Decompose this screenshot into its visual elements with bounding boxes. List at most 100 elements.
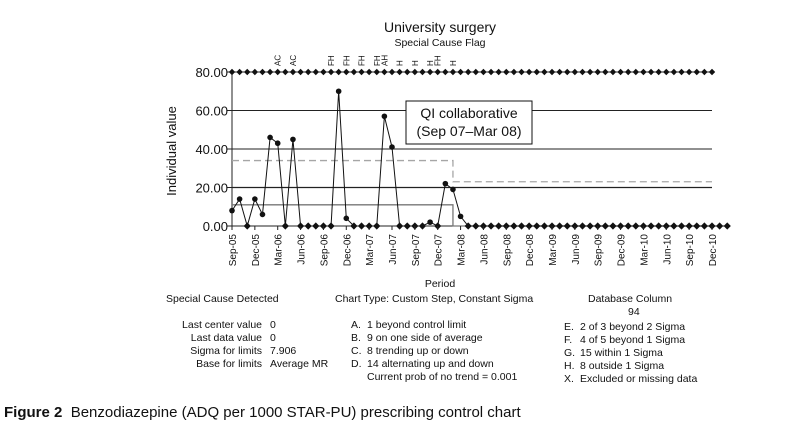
rule-key: F. — [564, 334, 573, 346]
flag-marker — [327, 68, 335, 76]
flag-marker — [617, 68, 624, 76]
flag-label: AC — [289, 55, 298, 66]
data-point — [350, 222, 358, 230]
y-tick-label: 80.00 — [195, 65, 228, 80]
flag-marker — [518, 68, 525, 76]
flag-marker — [396, 68, 403, 76]
x-tick-label: Jun-09 — [571, 234, 582, 265]
flag-marker — [647, 68, 655, 76]
x-tick-label: Dec-05 — [251, 234, 262, 267]
flag-marker — [350, 68, 358, 76]
flag-marker — [236, 68, 243, 76]
flag-marker — [289, 68, 297, 76]
rule-item: A.1 beyond control limit — [351, 319, 517, 332]
data-point — [472, 222, 480, 230]
data-point — [723, 222, 731, 230]
flag-marker — [411, 68, 419, 76]
flag-marker — [244, 68, 251, 76]
x-axis-label: Period — [425, 278, 456, 290]
figure-text: Benzodiazepine (ADQ per 1000 STAR-PU) pr… — [70, 404, 521, 421]
flag-marker — [503, 68, 510, 76]
rule-text: 14 alternating up and down — [367, 358, 494, 370]
data-point — [540, 222, 548, 230]
data-series — [229, 88, 731, 230]
row-label: Base for limits — [196, 358, 262, 370]
annotation-line-2: (Sep 07–Mar 08) — [416, 123, 521, 139]
flag-label: FH — [373, 55, 382, 66]
rule-key: G. — [564, 347, 576, 359]
data-point — [670, 222, 678, 230]
flag-marker — [533, 68, 540, 76]
x-tick-label: Sep-10 — [685, 234, 696, 267]
data-point — [304, 222, 312, 230]
x-tick-label: Jun-07 — [388, 234, 399, 265]
flag-marker — [297, 68, 304, 76]
y-tick-label: 0.00 — [203, 219, 228, 234]
flag-marker — [335, 68, 342, 76]
y-tick-label: 20.00 — [195, 181, 228, 196]
data-point — [677, 222, 686, 230]
data-point — [457, 213, 464, 220]
flag-marker — [632, 68, 640, 76]
y-tick-label: 40.00 — [195, 142, 228, 157]
flag-marker — [304, 68, 312, 76]
special-cause-row: Base for limits Average MR — [166, 358, 328, 371]
data-point — [252, 196, 258, 202]
flag-marker — [251, 68, 259, 76]
data-point — [464, 222, 472, 230]
data-point — [327, 222, 335, 230]
flag-marker — [228, 68, 236, 76]
flag-marker — [655, 68, 662, 76]
database-title: Database Column — [588, 293, 673, 305]
flag-marker — [480, 68, 487, 76]
flag-marker — [678, 68, 685, 76]
data-point — [259, 211, 266, 218]
flag-marker — [693, 68, 700, 76]
data-point — [693, 222, 701, 230]
flag-marker — [685, 68, 693, 76]
x-tick-label: Jun-08 — [479, 234, 490, 265]
data-point — [510, 222, 518, 230]
data-point — [403, 222, 411, 230]
flag-marker — [495, 68, 502, 76]
flag-label: FH — [358, 55, 367, 66]
qi-annotation: QI collaborative (Sep 07–Mar 08) — [405, 100, 533, 145]
flag-marker — [426, 68, 434, 76]
data-point — [700, 222, 708, 230]
row-value: 0 — [270, 319, 276, 331]
flag-marker — [487, 68, 495, 76]
rule-item: G.15 within 1 Sigma — [564, 347, 697, 360]
figure-caption: Figure 2 Benzodiazepine (ADQ per 1000 ST… — [4, 404, 521, 421]
flag-marker — [602, 68, 609, 76]
data-point — [312, 222, 320, 230]
flag-marker — [266, 68, 274, 76]
data-point — [274, 140, 281, 147]
flag-marker — [609, 68, 617, 76]
flag-marker — [457, 68, 464, 76]
flag-marker — [274, 68, 281, 76]
flag-marker — [548, 68, 556, 76]
special-cause-title: Special Cause Detected — [166, 293, 279, 305]
x-tick-label: Jun-06 — [297, 234, 308, 265]
flag-marker — [312, 68, 320, 76]
rule-item: D.14 alternating up and down — [351, 358, 517, 371]
flag-label: AH — [380, 55, 389, 66]
rule-key: B. — [351, 332, 361, 344]
flag-label: H — [411, 60, 420, 66]
row-value: Average MR — [270, 358, 329, 370]
annotation-line-1: QI collaborative — [420, 105, 517, 121]
data-point — [343, 215, 350, 222]
data-point — [578, 222, 587, 230]
x-tick-label: Dec-08 — [525, 234, 536, 267]
x-tick-label: Mar-10 — [639, 234, 650, 266]
data-point — [267, 134, 273, 141]
data-point — [357, 222, 366, 230]
control-limit-lines — [232, 159, 712, 227]
data-point — [236, 196, 243, 202]
rule-key: A. — [351, 319, 361, 331]
